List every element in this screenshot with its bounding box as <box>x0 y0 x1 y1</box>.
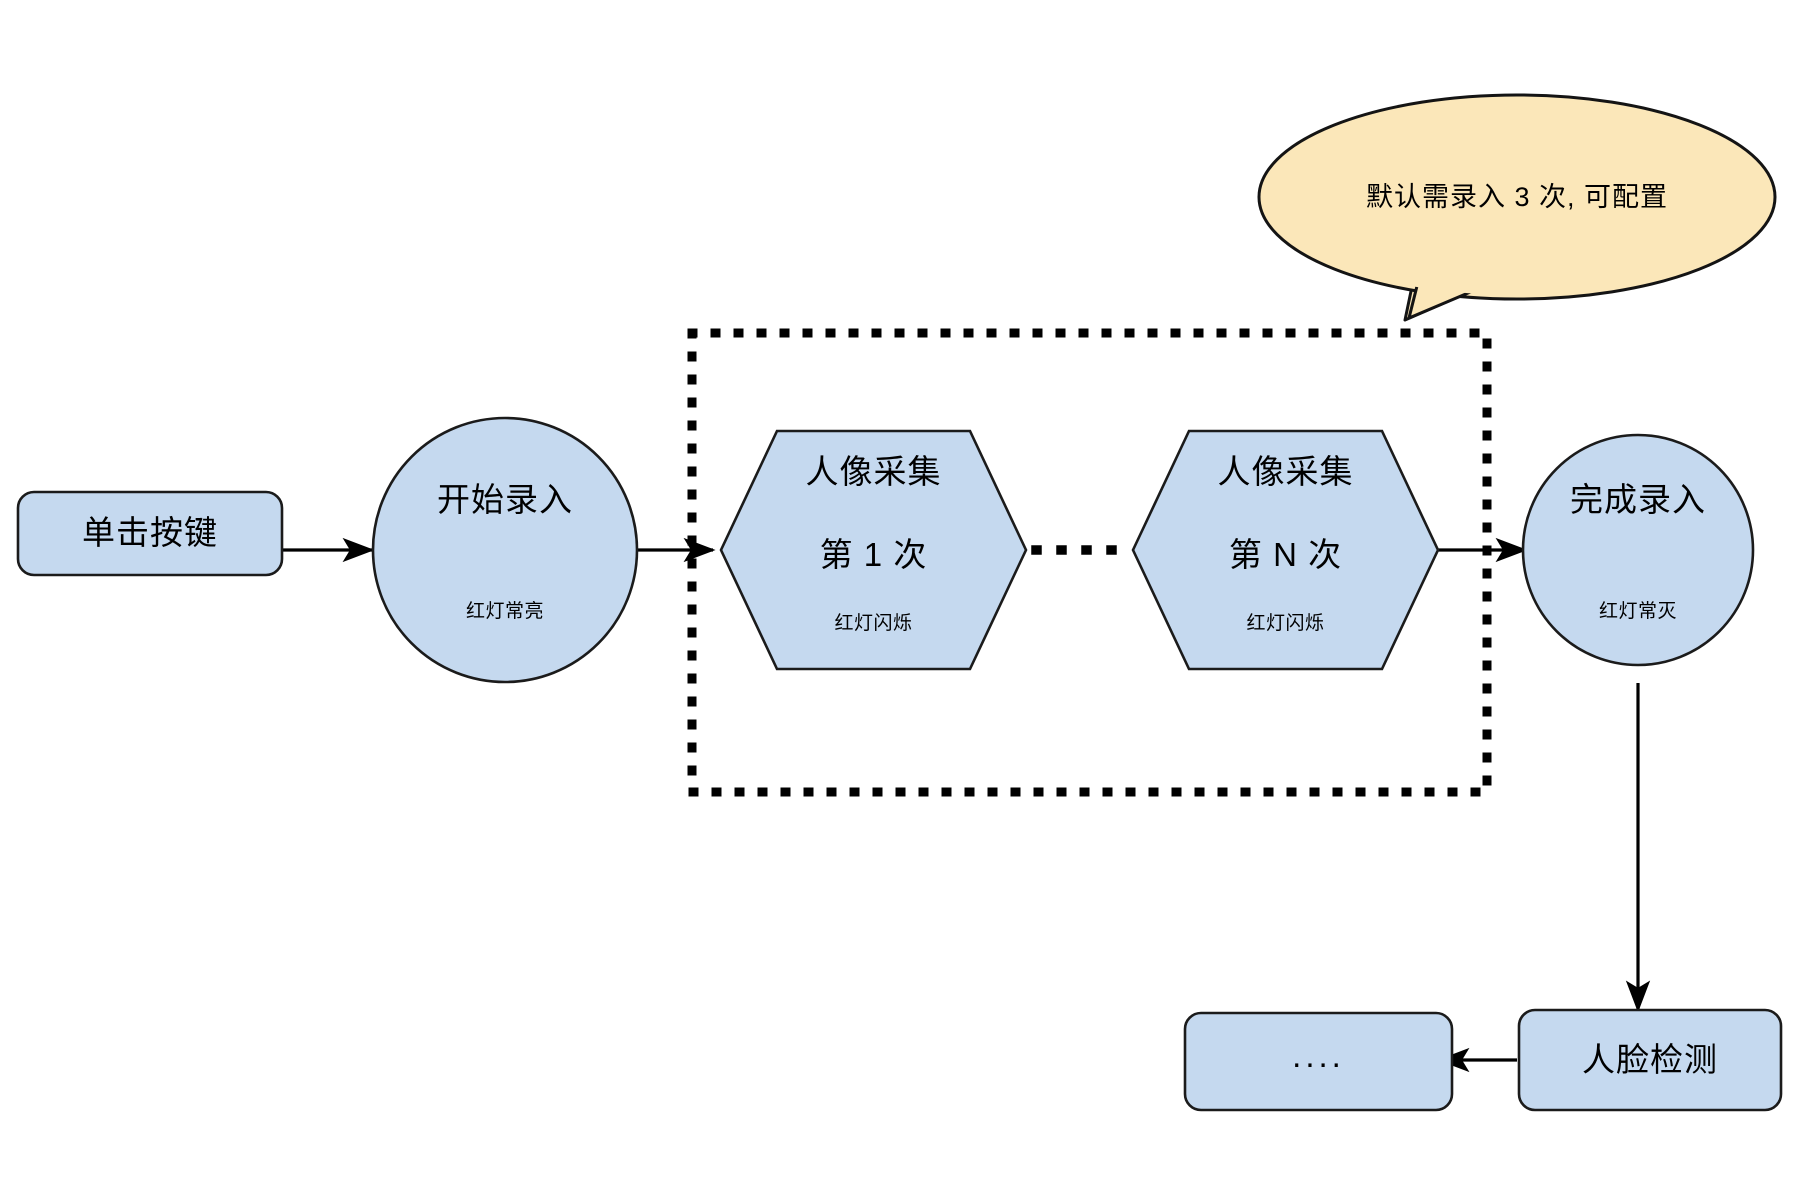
node-finish-enroll-hit[interactable] <box>1523 435 1753 665</box>
callout-bubble-hit[interactable] <box>1259 95 1775 299</box>
node-more-hit[interactable] <box>1185 1013 1452 1110</box>
node-face-detect-hit[interactable] <box>1519 1010 1781 1110</box>
callout-bubble-inner <box>1263 99 1771 295</box>
node-finish-enroll[interactable] <box>1521 433 1755 667</box>
node-capture-n-hit[interactable] <box>1133 431 1438 669</box>
node-click-button[interactable] <box>16 490 284 577</box>
capture-loop-region <box>687 328 1492 797</box>
node-more[interactable] <box>1183 1011 1454 1112</box>
node-start-enroll-hit[interactable] <box>373 418 637 682</box>
node-capture-n[interactable] <box>1131 429 1440 671</box>
node-capture-1-hit[interactable] <box>721 431 1026 669</box>
node-click-button-hit[interactable] <box>18 492 282 575</box>
node-start-enroll[interactable] <box>371 416 639 684</box>
node-face-detect[interactable] <box>1517 1008 1783 1112</box>
node-capture-1[interactable] <box>719 429 1028 671</box>
